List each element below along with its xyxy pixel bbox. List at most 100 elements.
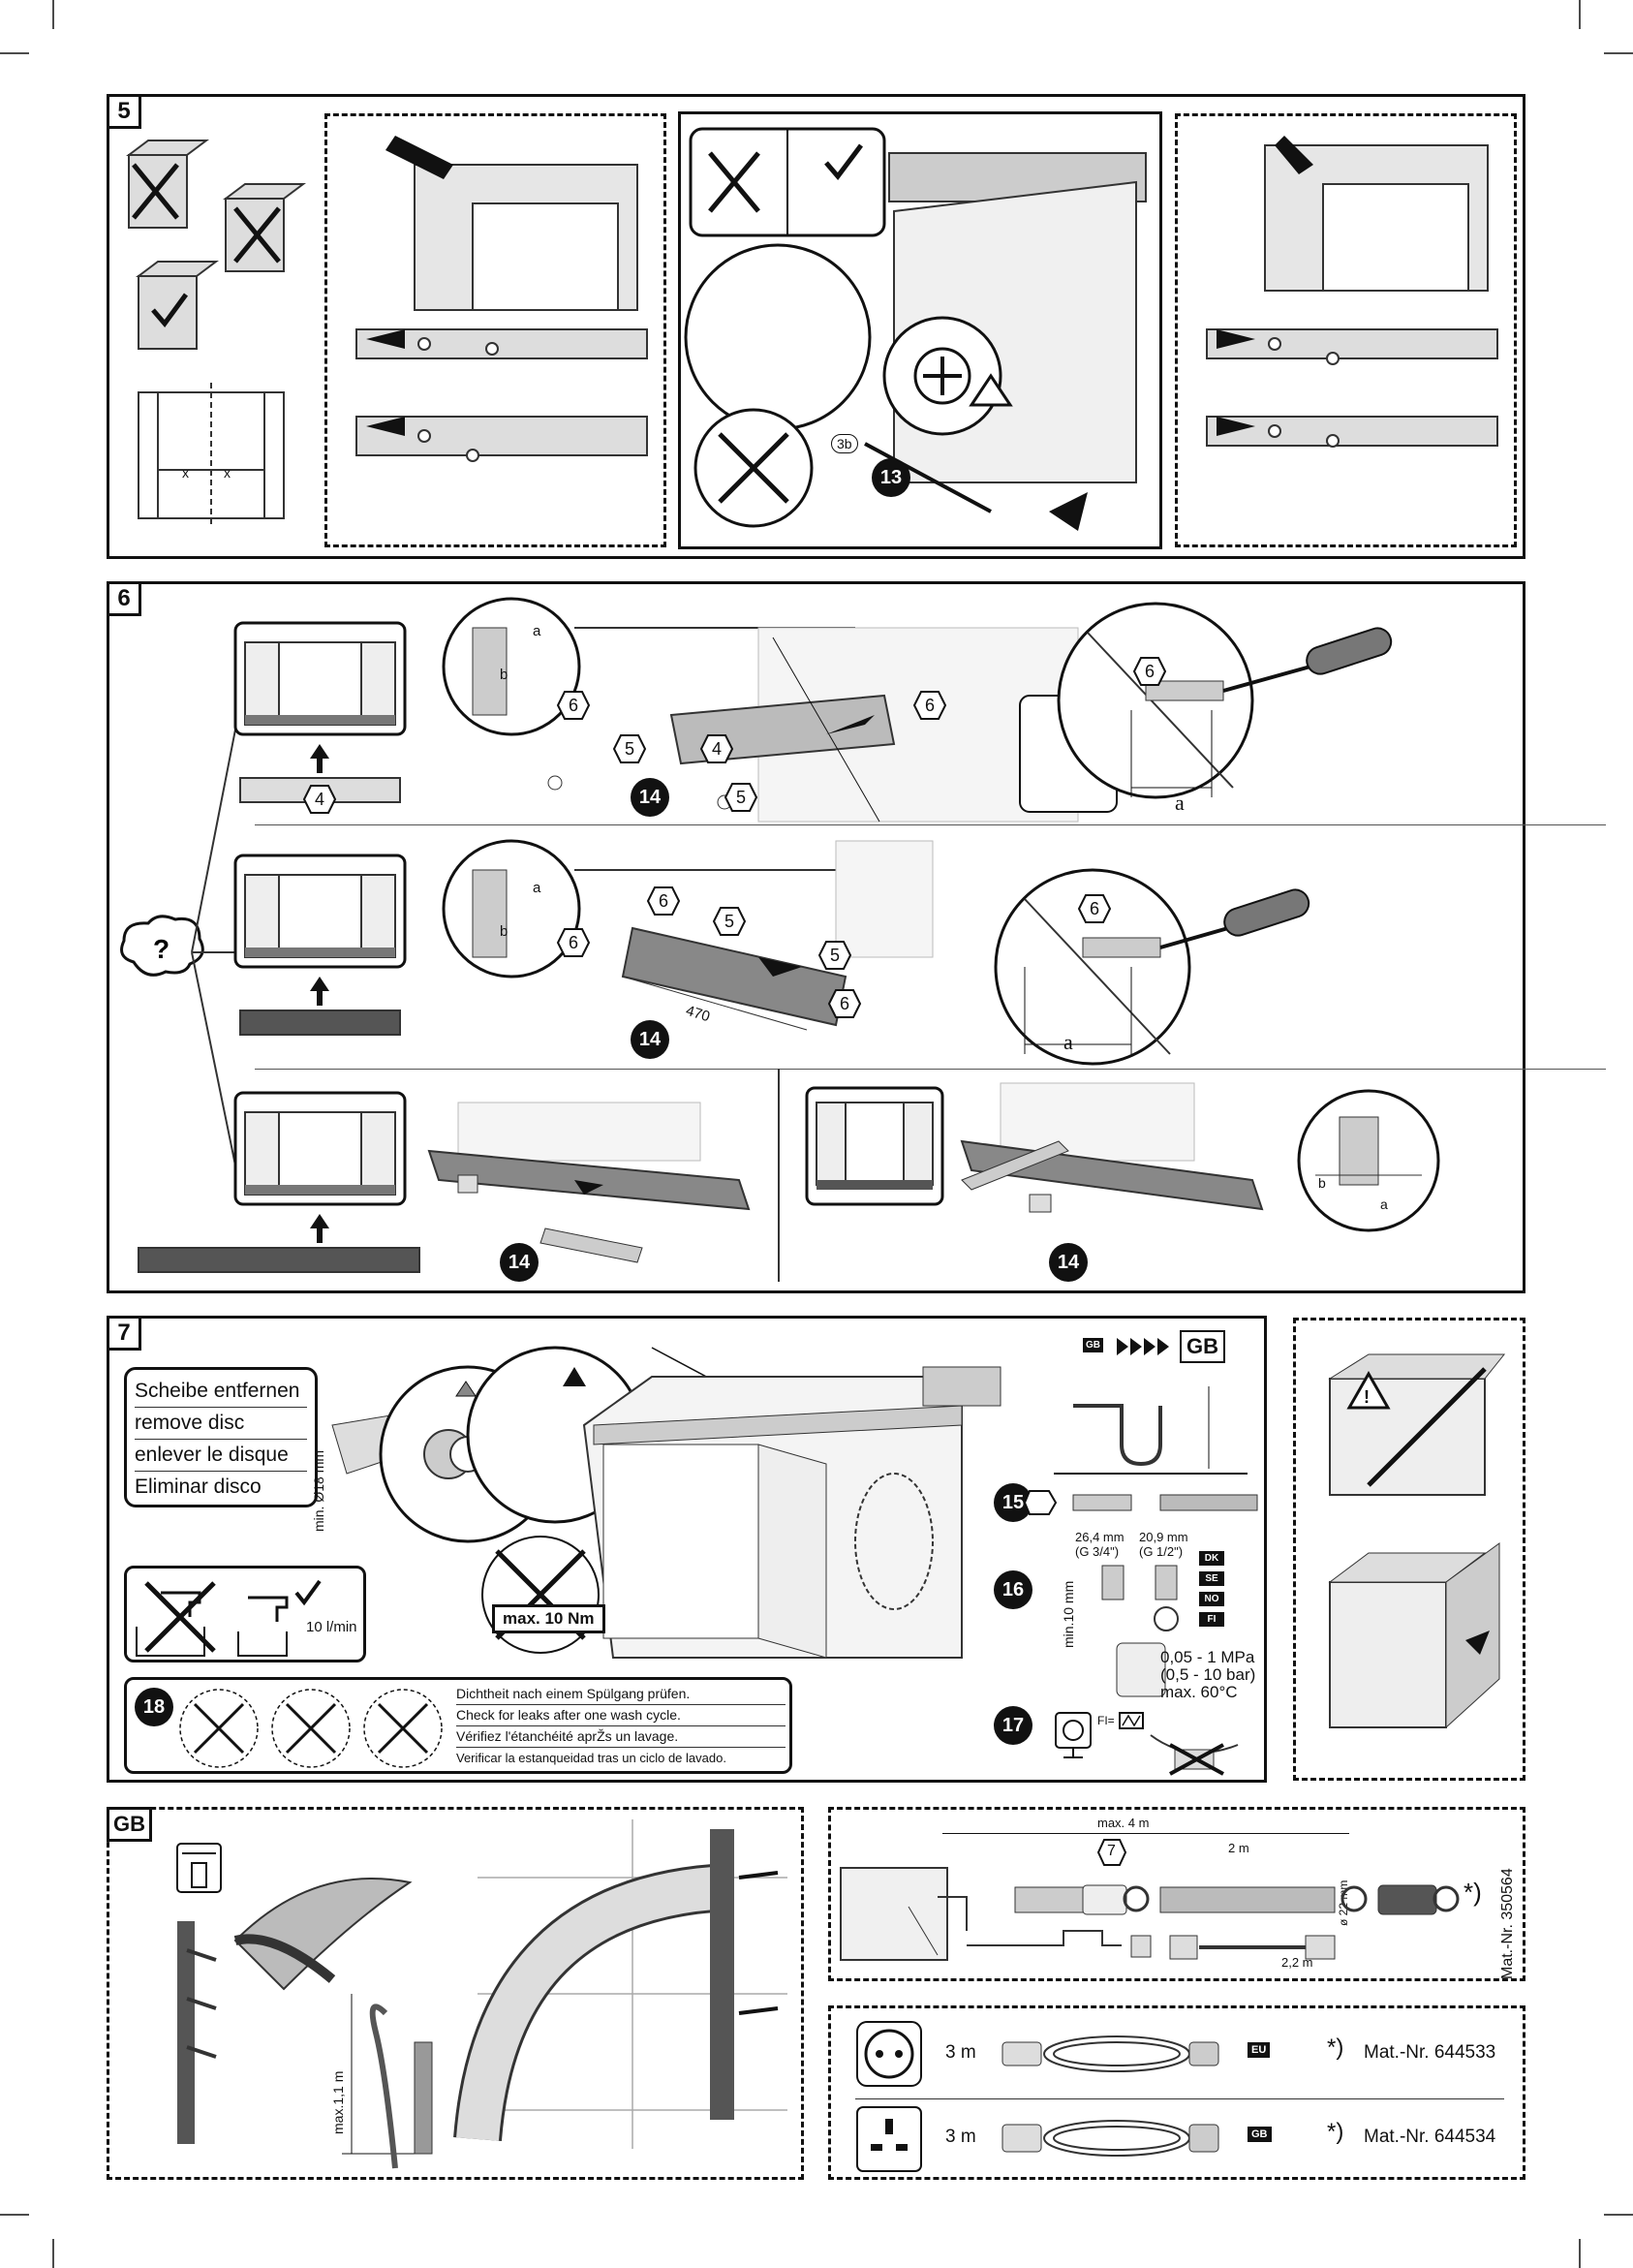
hose-fittings (1023, 1490, 1258, 1515)
leak-check-fr: Vérifiez l'étanchéité aprŽs un lavage. (456, 1726, 786, 1748)
gb-section-panel: GB max.1,1 m (107, 1807, 804, 2180)
gb-cable-mat-nr: Mat.-Nr. 644534 (1364, 2127, 1496, 2147)
step6-panel: 6 ? 4 a b 6 5 4 5 6 14 (107, 581, 1606, 1293)
leak-check-box: 18 Dichtheit nach einem Spülgang prüfen.… (124, 1677, 792, 1774)
gb-cable-star: *) (1327, 2119, 1344, 2145)
leak-icons (179, 1689, 443, 1768)
hose-height-illustration (342, 1994, 433, 2169)
remove-disc-en: remove disc (135, 1408, 307, 1440)
row-divider-1 (255, 824, 1606, 825)
screwdriver-adjust-row2 (994, 868, 1310, 1066)
country-dk: DK (1199, 1551, 1224, 1566)
door-hinge-illustration (355, 136, 648, 462)
eu-cable-mat-nr: Mat.-Nr. 644533 (1364, 2042, 1496, 2063)
callout-14-row3b: 14 (1049, 1243, 1088, 1282)
plinth-install-row2 (442, 839, 934, 1031)
dishwasher-option-2 (233, 854, 407, 1036)
part-6-label-f: 6 (827, 989, 862, 1018)
hose-kit-star: *) (1464, 1878, 1482, 1907)
eu-socket-icon (856, 2021, 922, 2087)
max-4m-line (942, 1833, 1349, 1834)
leak-check-de: Dichtheit nach einem Spülgang prüfen. (456, 1684, 786, 1705)
dim-a-row1-zoom: a (533, 623, 541, 639)
eu-cable-length: 3 m (945, 2042, 976, 2063)
hose-kit-mat-nr: Mat.-Nr. 350564 (1499, 1868, 1516, 1979)
thread-b-sub: (G 1/2") (1139, 1544, 1184, 1559)
step5-subpanel-middle: 3b 13 (678, 111, 1162, 549)
warning-cabinet-illustration: ! (1328, 1353, 1506, 1729)
country-se: SE (1199, 1571, 1224, 1586)
siphon-illustration (1054, 1386, 1248, 1475)
callout-7-hex: 7 (1096, 1839, 1127, 1866)
screw-label-3b: 3b (831, 434, 858, 453)
dishwasher-option-1 (233, 621, 407, 803)
max-4m-label: max. 4 m (1097, 1816, 1150, 1830)
part-6-label-c: 6 (1132, 657, 1167, 686)
part-5-label-b: 5 (724, 783, 758, 812)
svg-text:!: ! (1364, 1387, 1370, 1407)
callout-17: 17 (994, 1706, 1032, 1745)
hose-clip-cut-illustration (176, 1843, 413, 2144)
flow-rate-label: 10 l/min (306, 1619, 357, 1635)
dim-a-row2: a (1063, 1030, 1073, 1054)
leak-check-en: Check for leaks after one wash cycle. (456, 1705, 786, 1726)
dishwasher-option-3 (138, 1091, 420, 1273)
row-divider-2 (255, 1069, 1606, 1070)
door-hinge-adjust-illustration (1206, 136, 1498, 448)
gb-badge-small: GB (1083, 1338, 1103, 1352)
question-cloud-icon: ? (120, 915, 204, 977)
gb-cable-illustration (1001, 2120, 1219, 2157)
part-4-label-a: 4 (302, 785, 337, 814)
hex-7-icon (1096, 1839, 1127, 1866)
pressure-line-1: 0,05 - 1 MPa (1160, 1648, 1255, 1666)
gb-section-label: GB (107, 1807, 152, 1842)
eu-region-badge: EU (1248, 2042, 1271, 2058)
screwdriver-adjust-row1 (1057, 602, 1393, 799)
part-5-label-d: 5 (817, 941, 852, 970)
step7-number: 7 (107, 1316, 141, 1351)
callout-14-row1: 14 (631, 778, 669, 817)
country-badges: DK SE NO FI (1199, 1551, 1224, 1627)
svg-text:?: ? (153, 934, 169, 964)
crossed-plug-icon (1150, 1734, 1239, 1776)
callout-18: 18 (135, 1688, 173, 1726)
part-6-label-b: 6 (912, 691, 947, 720)
remove-disc-fr: enlever le disque (135, 1440, 307, 1472)
cabinet-check-illustration (126, 140, 306, 528)
kitchen-cabinet-illustration (466, 1346, 1001, 1659)
dim-a-row2-zoom: a (533, 880, 541, 896)
cable-divider (855, 2098, 1504, 2099)
thread-a-label: 26,4 mm (1075, 1530, 1125, 1544)
callout-14-row2: 14 (631, 1020, 669, 1059)
hose-kit-illustration (840, 1867, 1460, 1961)
column-divider (778, 1069, 780, 1282)
step5-subpanel-right (1175, 113, 1517, 547)
torque-label: max. 10 Nm (492, 1604, 605, 1633)
plinth-install-row1 (442, 597, 1118, 823)
plinth-saw-illustration-b (960, 1082, 1264, 1213)
part-6-label-d: 6 (556, 928, 591, 957)
plinth-saw-illustration (427, 1102, 751, 1263)
step5-number: 5 (107, 94, 141, 129)
step5-subpanel-left (324, 113, 666, 547)
dim-a-row3-zoom: a (1380, 1196, 1388, 1212)
plinth-zoom-row3 (1297, 1089, 1440, 1232)
dishwasher-option-3b (805, 1086, 944, 1206)
remove-disc-de: Scheibe entfernen (135, 1376, 307, 1408)
min-diameter-label: min. Ø18 mm (311, 1449, 326, 1532)
eu-cable-illustration (1001, 2035, 1219, 2072)
ground-socket-icon (1055, 1712, 1092, 1758)
dim-b-row1-zoom: b (500, 667, 508, 683)
callout-14-row3: 14 (500, 1243, 539, 1282)
gb-region-badge: GB (1248, 2127, 1272, 2142)
max-height-label: max.1,1 m (330, 2070, 346, 2134)
part-4-label-b: 4 (699, 734, 734, 763)
hose-kit-panel: max. 4 m 7 2 m 2,2 m ø 22 mm *) Mat.-Nr.… (828, 1807, 1525, 1981)
callout-13: 13 (872, 458, 910, 497)
inlet-fittings-illustration (1101, 1565, 1179, 1697)
min-10mm-label: min.10 mm (1061, 1580, 1076, 1648)
pressure-line-3: max. 60°C (1160, 1683, 1238, 1701)
thread-a-sub: (G 3/4") (1075, 1544, 1120, 1559)
step6-number: 6 (107, 581, 141, 616)
